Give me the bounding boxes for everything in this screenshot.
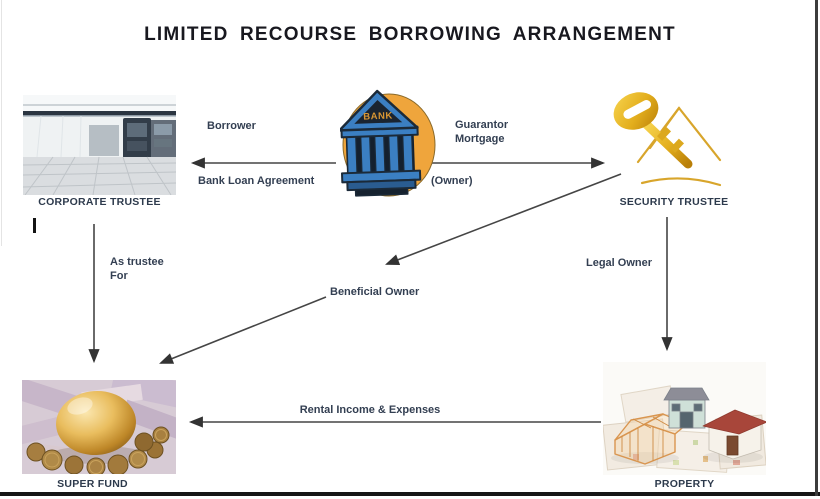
bank-icon-text: BANK [363,111,393,123]
guarantor-mortgage-label: Guarantor Mortgage [455,119,508,146]
page-right-border [815,0,818,496]
corporate-trustee-label: CORPORATE TRUSTEE [38,196,161,208]
corporate-trustee-photo [23,95,176,195]
property-label: PROPERTY [654,478,715,490]
as-trustee-for-label: As trustee For [110,256,164,283]
office-interior-image [23,95,176,195]
model-houses-image [603,362,766,475]
as-trustee-line: As trustee [110,256,164,268]
super-fund-label: SUPER FUND [57,478,128,490]
for-line: For [110,269,128,282]
page-bottom-border [0,492,820,496]
arrow-beneficial-owner-to-super-fund [159,296,327,364]
arrow-security-trustee-to-beneficial-owner [385,173,622,265]
text-cursor-artifact [33,218,36,233]
mortgage-line: Mortgage [455,132,505,145]
bank-loan-agreement-label: Bank Loan Agreement [198,175,315,187]
page-left-edge [1,0,2,246]
page-title: LIMITED RECOURSE BORROWING ARRANGEMENT [144,24,676,45]
security-trustee-label: SECURITY TRUSTEE [619,196,729,208]
borrower-label: Borrower [207,120,256,132]
guarantor-line: Guarantor [455,119,509,131]
rental-income-expenses-label: Rental Income & Expenses [299,404,441,416]
owner-label: (Owner) [431,175,473,187]
super-fund-photo [22,380,176,474]
legal-owner-label: Legal Owner [586,257,653,269]
gold-key-icon [598,86,724,198]
beneficial-owner-label: Beneficial Owner [330,286,420,298]
property-photo [603,362,766,475]
bank-icon: BANK [340,89,436,198]
golden-egg-image [22,380,176,474]
